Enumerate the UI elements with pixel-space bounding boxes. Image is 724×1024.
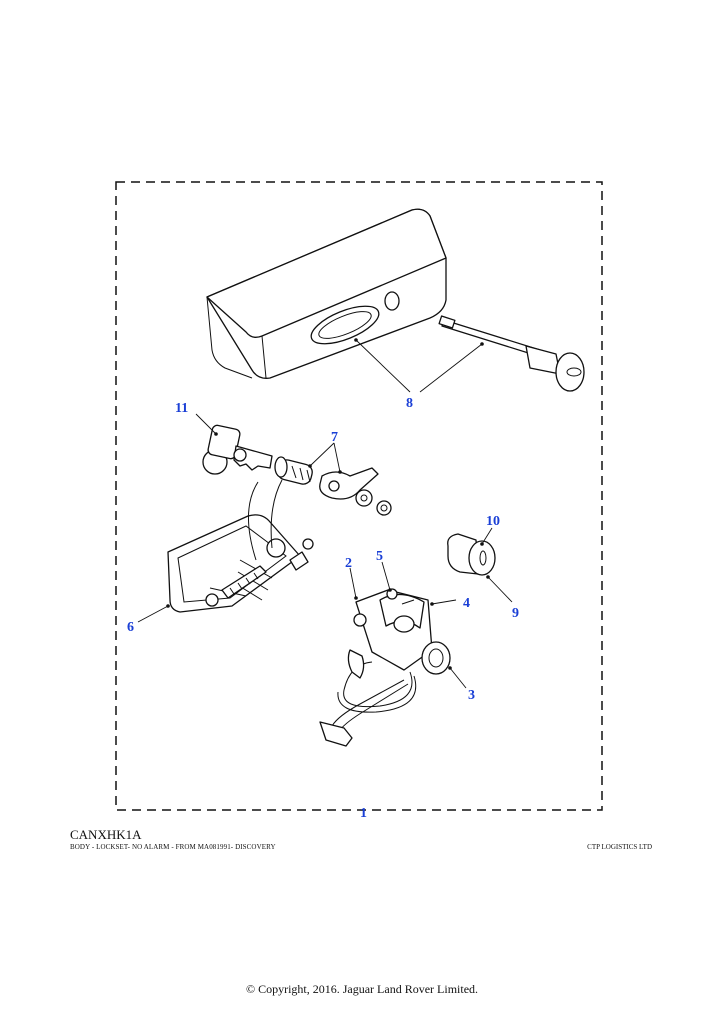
handle-cover-part: [206, 208, 447, 379]
callout-5: 5: [376, 549, 383, 564]
lock-barrel-part: [274, 456, 313, 485]
wiring-harness-part: [319, 649, 417, 747]
rod-lock-part: [438, 315, 585, 392]
callout-7: 7: [331, 430, 338, 445]
small-lock-barrel-part: [447, 533, 496, 576]
callout-8: 8: [406, 396, 413, 411]
kit-boundary: [115, 181, 603, 811]
copyright-notice: © Copyright, 2016. Jaguar Land Rover Lim…: [245, 982, 479, 996]
key-part: [202, 424, 273, 475]
callout-4: 4: [463, 596, 470, 611]
callout-2: 2: [345, 556, 352, 571]
callout-9: 9: [512, 606, 519, 621]
diagram-code: CANXHK1A: [70, 827, 142, 842]
callout-10: 10: [486, 514, 500, 529]
company-name: CTP LOGISTICS LTD: [587, 843, 652, 851]
callout-11: 11: [175, 401, 188, 416]
diagram-description: BODY - LOCKSET- NO ALARM - FROM MA081991…: [70, 843, 276, 851]
callout-1: 1: [360, 806, 367, 821]
callout-6: 6: [127, 620, 134, 635]
lock-housing-part: [353, 588, 451, 675]
door-handle-assembly-part: [167, 479, 314, 613]
callout-3: 3: [468, 688, 475, 703]
lock-lever-part: [319, 467, 392, 516]
leader-lines: [137, 338, 513, 689]
